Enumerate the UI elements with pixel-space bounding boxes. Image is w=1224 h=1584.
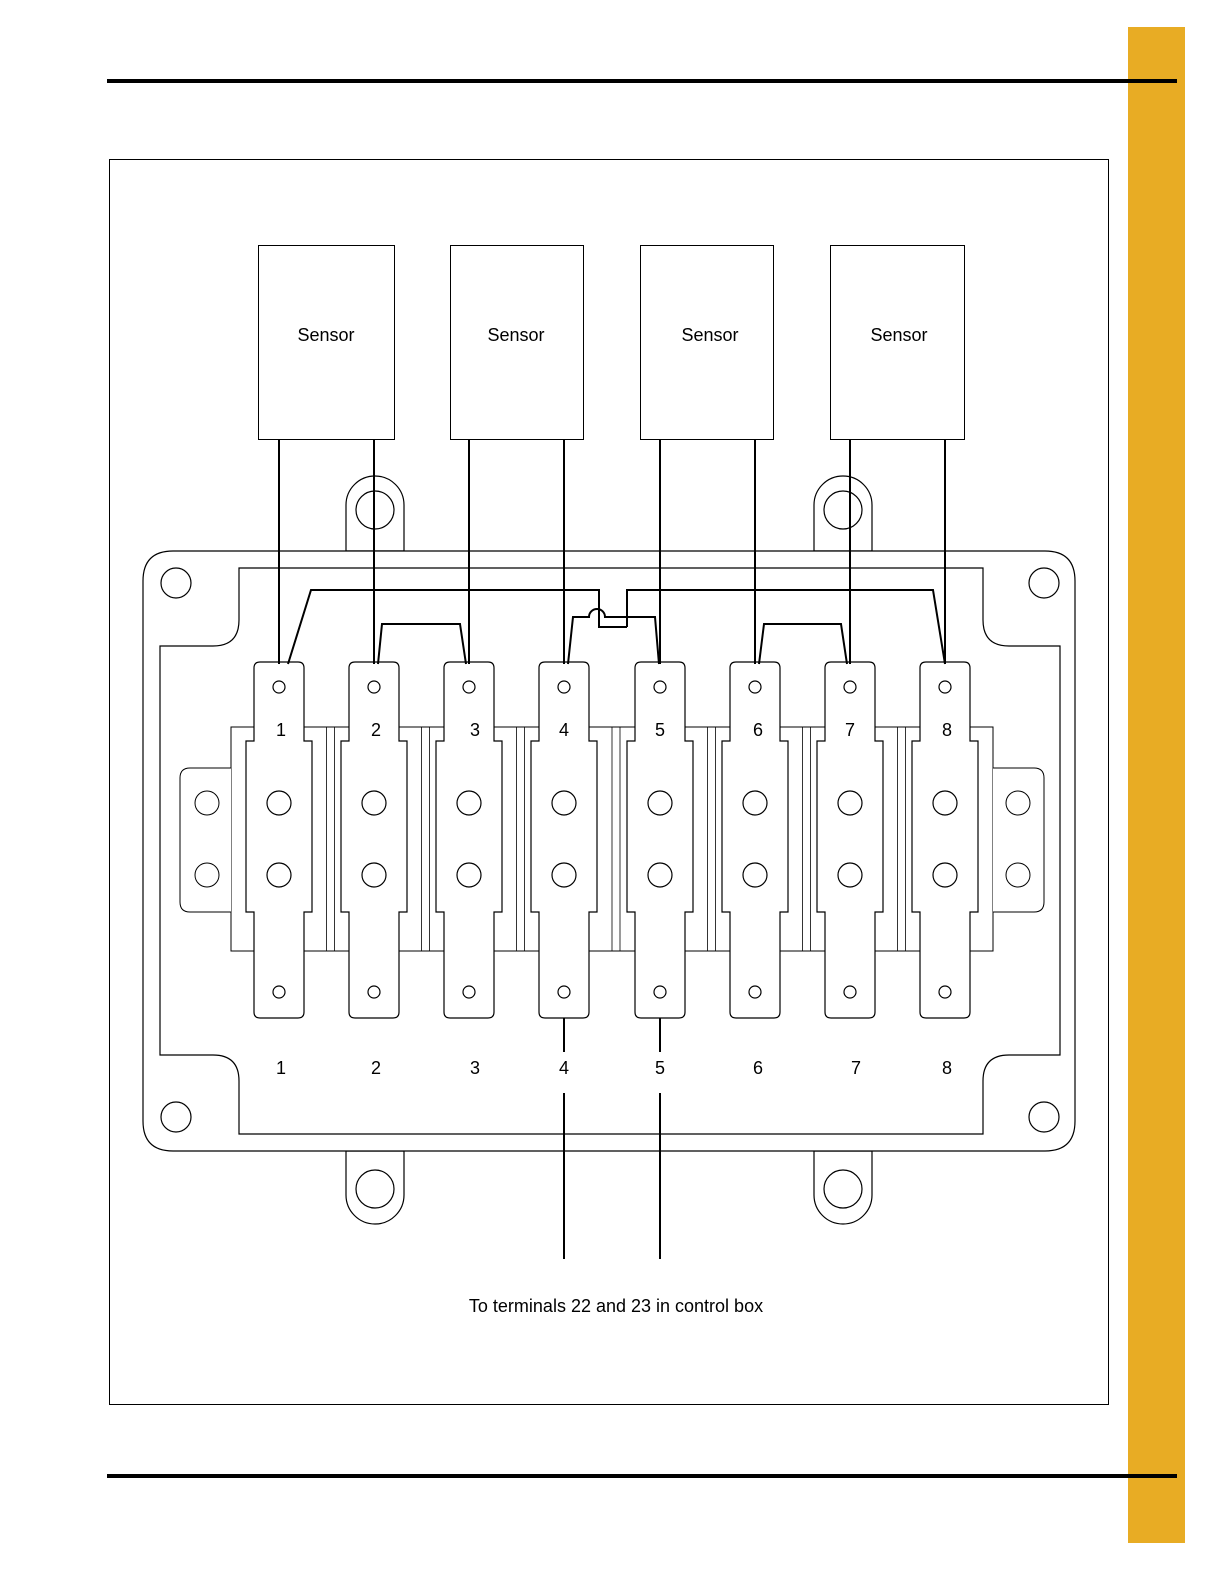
terminal-label: 8 <box>942 1058 952 1078</box>
sensor-label: Sensor <box>487 325 544 345</box>
diagram-caption: To terminals 22 and 23 in control box <box>469 1296 763 1316</box>
terminal-lug <box>912 662 978 1018</box>
terminal-label: 2 <box>371 1058 381 1078</box>
terminal-label: 6 <box>753 720 763 740</box>
terminal-label: 1 <box>276 1058 286 1078</box>
terminal-lug <box>817 662 883 1018</box>
terminal-label: 1 <box>276 720 286 740</box>
terminal-lug <box>722 662 788 1018</box>
terminal-label: 7 <box>851 1058 861 1078</box>
sensor-label: Sensor <box>870 325 927 345</box>
terminal-label: 8 <box>942 720 952 740</box>
terminal-label: 6 <box>753 1058 763 1078</box>
terminal-lug <box>531 662 597 1018</box>
sensor-label: Sensor <box>297 325 354 345</box>
terminal-label: 2 <box>371 720 381 740</box>
sensor-boxes <box>259 246 965 440</box>
terminal-label: 4 <box>559 1058 569 1078</box>
terminal-label: 5 <box>655 1058 665 1078</box>
terminal-label: 4 <box>559 720 569 740</box>
terminal-lug <box>627 662 693 1018</box>
terminal-label: 5 <box>655 720 665 740</box>
terminal-label: 3 <box>470 1058 480 1078</box>
terminal-lug <box>436 662 502 1018</box>
terminal-label: 3 <box>470 720 480 740</box>
terminal-lug <box>341 662 407 1018</box>
terminal-lug <box>246 662 312 1018</box>
terminal-label: 7 <box>845 720 855 740</box>
sensor-label: Sensor <box>681 325 738 345</box>
